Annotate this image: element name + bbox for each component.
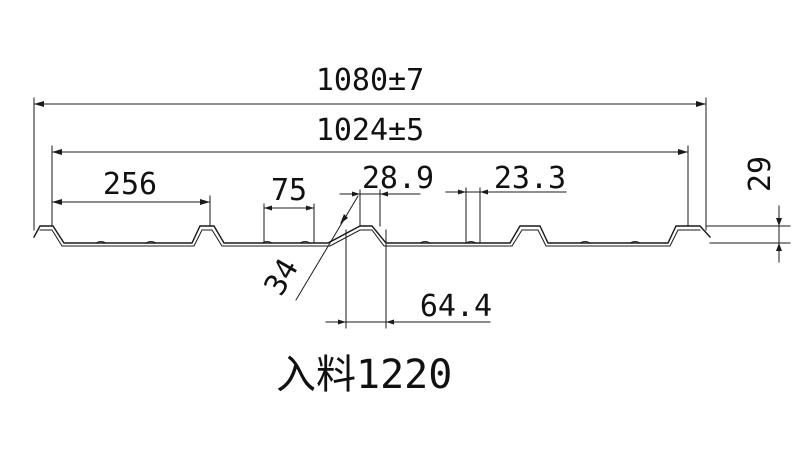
rib-bottom-label: 28.9 bbox=[362, 161, 434, 196]
stiffener-arrow-right bbox=[480, 189, 488, 195]
web-angle-label: 34 bbox=[258, 253, 306, 302]
effective-width-label: 1024±5 bbox=[316, 113, 424, 148]
web-base-label: 64.4 bbox=[420, 289, 492, 324]
effective-width-arrow-left bbox=[52, 149, 62, 155]
web-base-arrow-right bbox=[386, 319, 394, 325]
overall-width-arrow-right bbox=[696, 101, 706, 107]
rib-pitch-label: 256 bbox=[103, 167, 157, 202]
rib-bottom-arrow-left bbox=[352, 191, 360, 197]
web-angle-arrow bbox=[340, 214, 348, 224]
height-arrow-top bbox=[776, 218, 782, 226]
height-arrow-bottom bbox=[776, 243, 782, 251]
overall-width-label: 1080±7 bbox=[316, 63, 424, 98]
rib-top-label: 75 bbox=[271, 173, 307, 208]
material-label: 入料1220 bbox=[276, 352, 452, 398]
overall-width-arrow-left bbox=[34, 101, 44, 107]
rib-pitch-arrow-right bbox=[200, 199, 210, 205]
rib-pitch-arrow-left bbox=[52, 199, 62, 205]
pan-embossments bbox=[95, 241, 641, 244]
effective-width-arrow-right bbox=[678, 149, 688, 155]
height-label: 29 bbox=[743, 156, 778, 192]
rib-top-arrow-left bbox=[264, 205, 272, 211]
rib-top-arrow-right bbox=[306, 205, 314, 211]
web-base-arrow-left bbox=[338, 319, 346, 325]
rib-bottom-arrow-right bbox=[380, 191, 388, 197]
sheet-profile-outline bbox=[33, 225, 711, 244]
stiffener-label: 23.3 bbox=[494, 161, 566, 196]
web-angle-leader bbox=[295, 195, 359, 301]
sheet-profile-thickness-line bbox=[39, 229, 701, 247]
stiffener-arrow-left bbox=[458, 189, 466, 195]
